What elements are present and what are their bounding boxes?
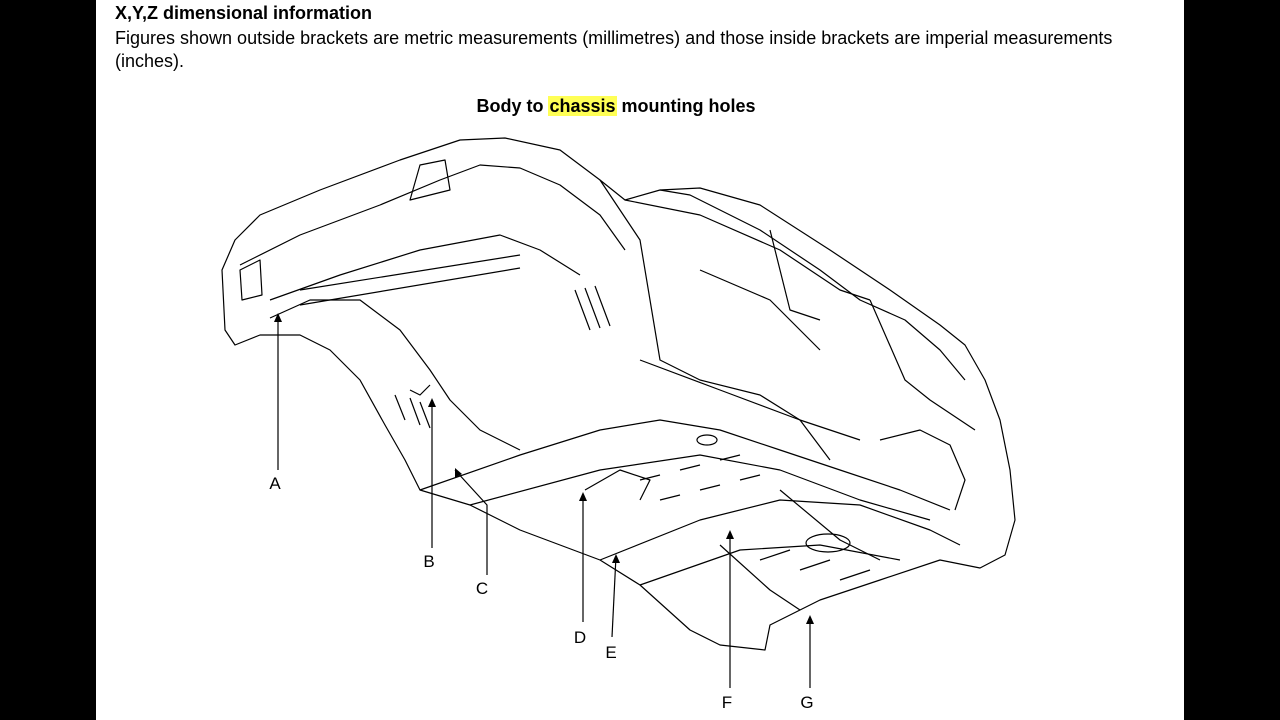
units-note: Figures shown outside brackets are metri… <box>115 28 1113 71</box>
callout-label-g: G <box>800 693 813 712</box>
search-highlight: chassis <box>548 96 617 116</box>
body-chassis-illustration: A B C D E F G <box>221 137 1016 712</box>
section-heading: X,Y,Z dimensional information <box>115 3 373 23</box>
callout-label-c: C <box>476 579 488 598</box>
callout-label-b: B <box>423 552 434 571</box>
body-shell-drawing <box>221 137 1016 651</box>
figure-title-start: Body to <box>476 96 549 116</box>
callout-label-e: E <box>605 643 616 662</box>
document-page: X,Y,Z dimensional information Figures sh… <box>96 0 1184 720</box>
callout-arrowheads <box>274 313 814 624</box>
callout-label-a: A <box>269 474 281 493</box>
callout-label-f: F <box>722 693 732 712</box>
figure-title-end: mounting holes <box>616 96 756 116</box>
figure-title: Body to chassis mounting holes <box>96 96 1136 117</box>
callout-labels: A B C D E F G <box>269 474 813 712</box>
callout-label-d: D <box>574 628 586 647</box>
callout-leaders <box>277 315 811 688</box>
